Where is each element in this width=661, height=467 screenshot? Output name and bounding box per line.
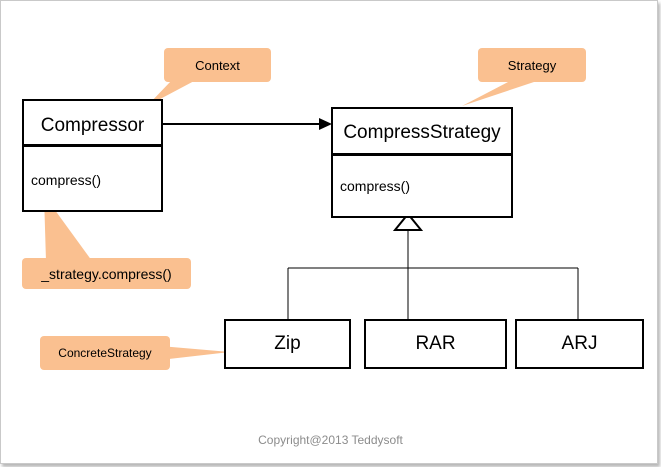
rar-class: RAR <box>364 319 507 369</box>
call-note: _strategy.compress() <box>22 258 191 289</box>
concrete-callout-tail <box>160 346 230 360</box>
compress-strategy-class-name: CompressStrategy <box>343 122 501 143</box>
compress-strategy-method: compress() <box>340 178 411 194</box>
strategy-callout-tail <box>462 80 540 106</box>
association-arrowhead <box>319 118 332 130</box>
copyright-text: Copyright@2013 Teddysoft <box>258 433 403 447</box>
zip-class: Zip <box>224 319 351 369</box>
compressor-class-divider <box>24 144 161 147</box>
concrete-strategy-note: ConcreteStrategy <box>40 336 170 370</box>
compress-strategy-class: CompressStrategy compress() <box>331 107 513 218</box>
context-note: Context <box>164 48 271 82</box>
compress-strategy-class-divider <box>333 153 511 156</box>
strategy-note: Strategy <box>478 48 586 82</box>
compressor-method: compress() <box>31 172 102 188</box>
compressor-class: Compressor compress() <box>22 99 163 212</box>
compressor-class-name: Compressor <box>40 115 145 136</box>
arj-class: ARJ <box>515 319 644 369</box>
